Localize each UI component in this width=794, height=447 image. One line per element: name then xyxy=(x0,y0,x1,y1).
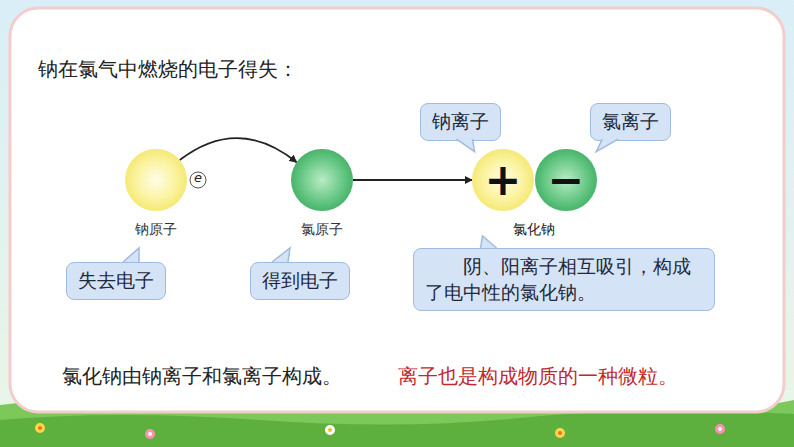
grass-dark xyxy=(0,411,794,447)
explain-callout: 阴、阳离子相互吸引，构成了电中性的氯化钠。 xyxy=(413,248,715,311)
callout-tail xyxy=(413,248,715,312)
white-panel xyxy=(10,8,784,412)
sodium-atom: 钠原子 xyxy=(125,149,187,211)
ion-callout: 氯离子 xyxy=(590,103,671,141)
callout-text: 氯离子 xyxy=(602,109,659,135)
electron-label: e xyxy=(194,170,202,186)
callout-text: 失去电子 xyxy=(78,268,154,294)
compound-label: 氯化钠 xyxy=(513,221,555,238)
conclusion-text: 氯化钠由钠离子和氯离子构成。 xyxy=(62,364,342,388)
chloride-ion: − xyxy=(535,149,597,211)
callout-tail xyxy=(66,262,166,300)
tail-fill xyxy=(596,139,618,152)
tail-fill xyxy=(272,248,290,262)
tail-edge xyxy=(123,248,139,262)
tail-fill xyxy=(456,139,474,152)
tail-edge xyxy=(456,139,474,152)
callout-text: 得到电子 xyxy=(262,268,338,294)
connector-arrow xyxy=(180,138,297,162)
tail-edge xyxy=(480,236,496,248)
note-callout: 得到电子 xyxy=(250,262,350,300)
tail-edge xyxy=(596,139,618,152)
callout-text: 阴、阳离子相互吸引，构成了电中性的氯化钠。 xyxy=(425,254,703,305)
conclusion-text: 离子也是构成物质的一种微粒。 xyxy=(398,364,678,388)
callout-tail xyxy=(420,103,501,141)
tail-fill xyxy=(123,248,139,262)
ion-charge: + xyxy=(472,149,534,211)
atom-label: 氯原子 xyxy=(301,221,343,239)
connector-arrow xyxy=(353,179,472,181)
callout-text: 钠离子 xyxy=(432,109,489,135)
atom-label: 钠原子 xyxy=(135,221,177,239)
tail-edge xyxy=(272,248,290,262)
callout-tail xyxy=(590,103,671,141)
sodium-ion: + xyxy=(472,149,534,211)
ion-callout: 钠离子 xyxy=(420,103,501,141)
slide-title: 钠在氯气中燃烧的电子得失： xyxy=(38,56,298,83)
note-callout: 失去电子 xyxy=(66,262,166,300)
chlorine-atom: 氯原子 xyxy=(291,149,353,211)
ion-charge: − xyxy=(535,149,597,211)
callout-tail xyxy=(250,262,350,300)
tail-fill xyxy=(480,236,496,248)
flowers xyxy=(35,423,725,439)
